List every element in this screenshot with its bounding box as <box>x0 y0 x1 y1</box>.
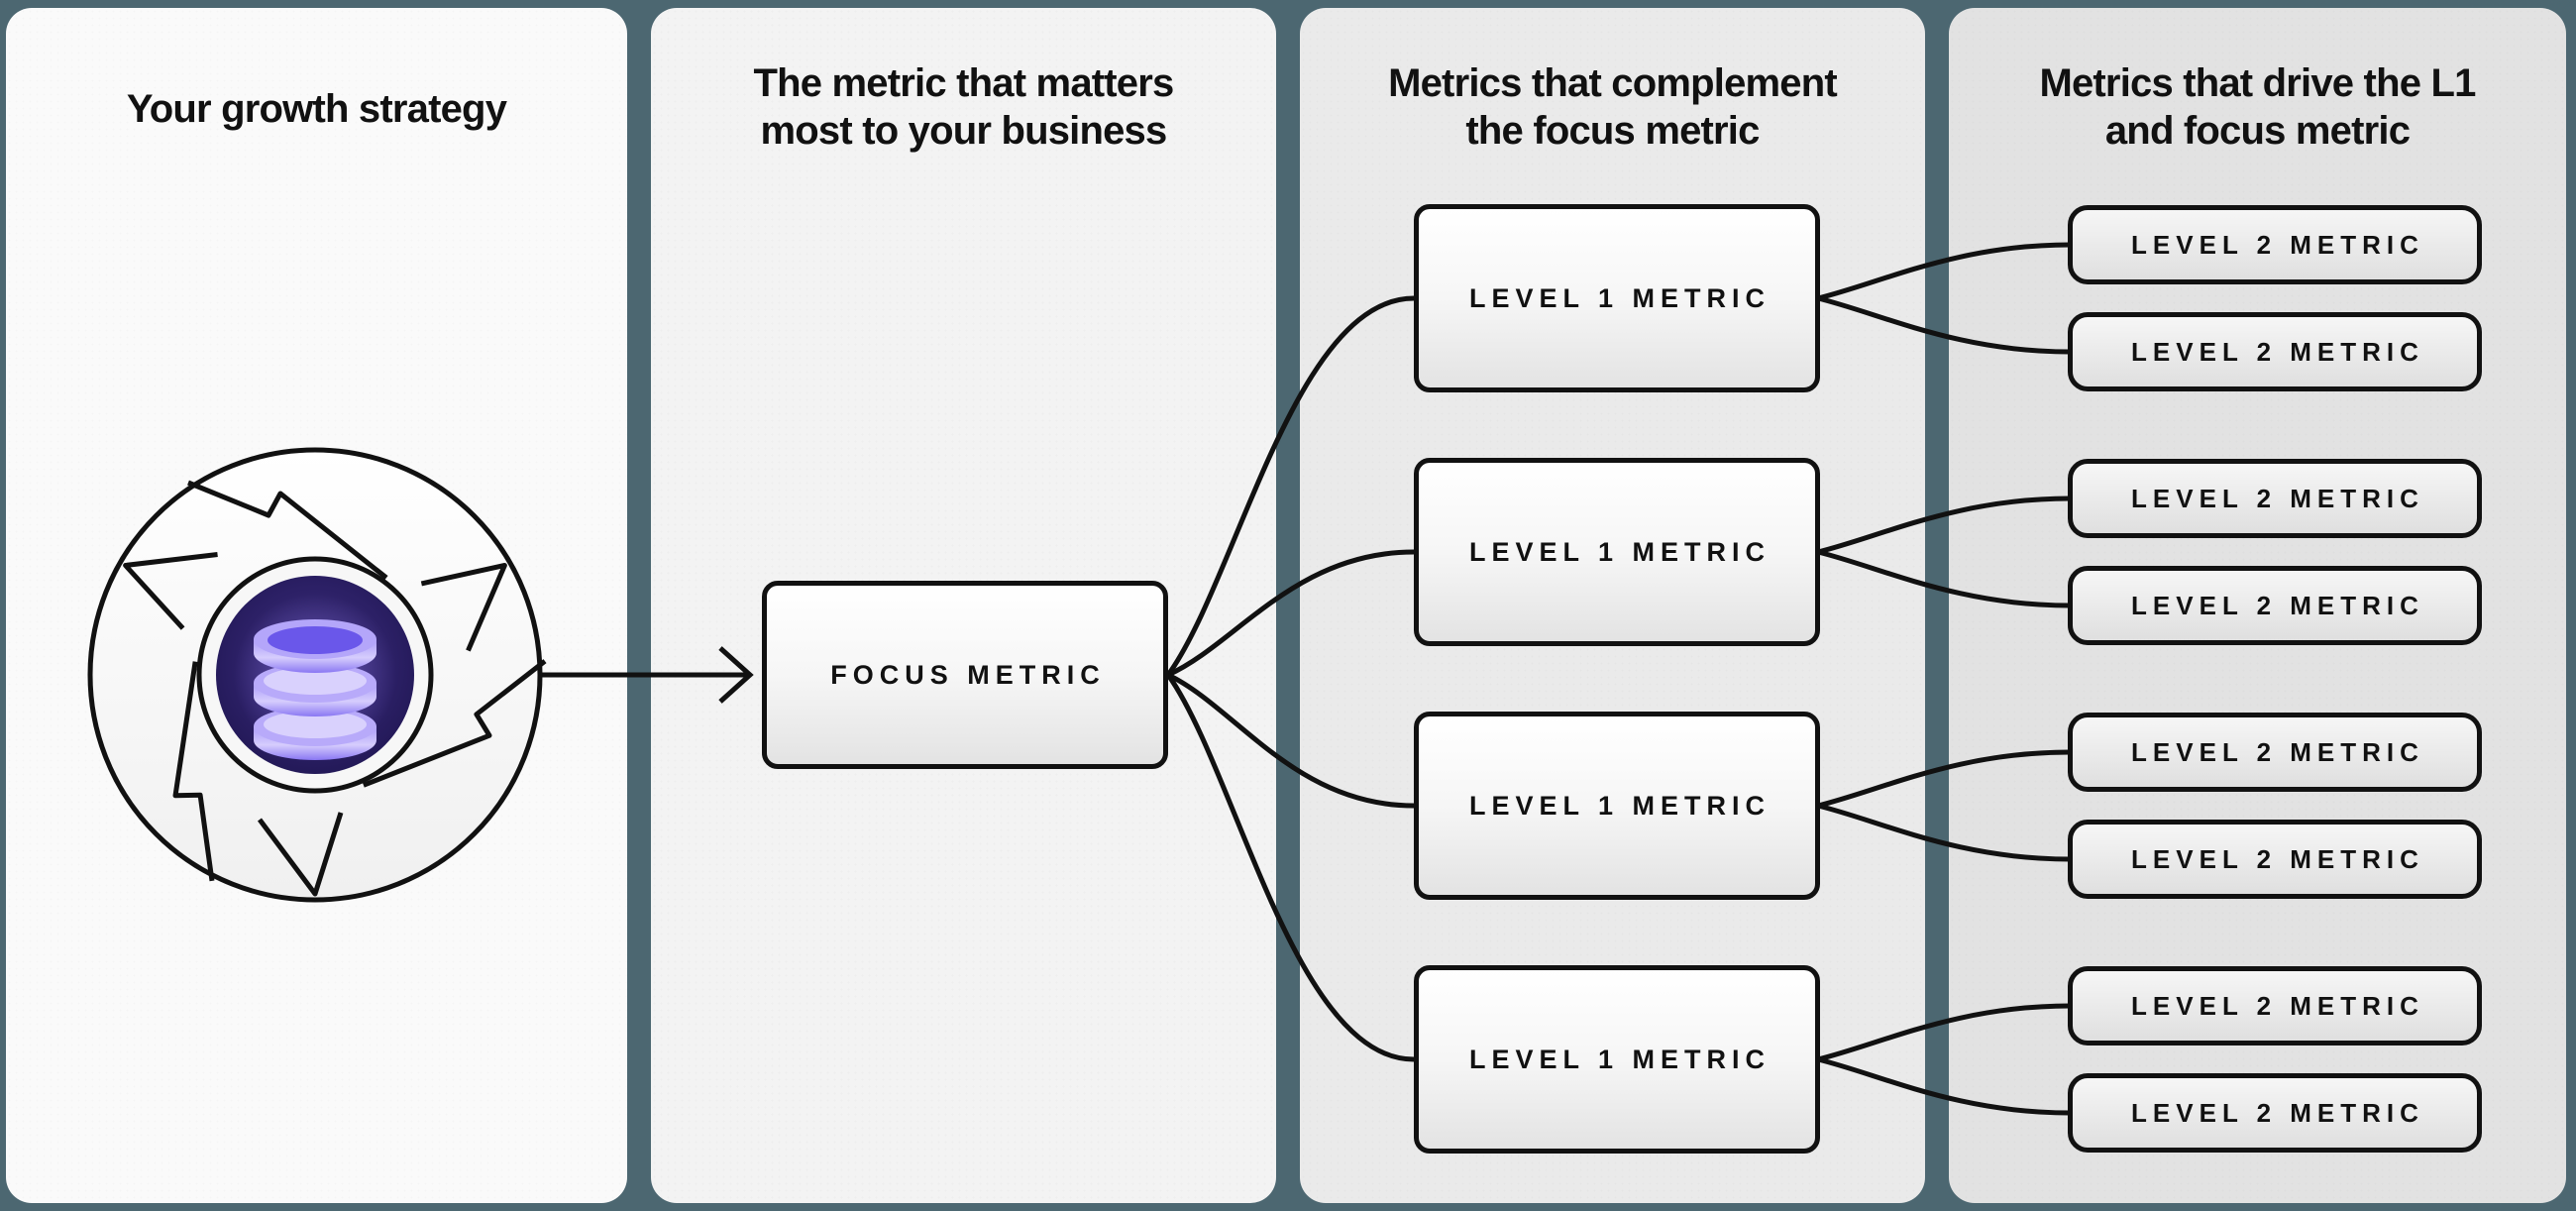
level2-metric-label: LEVEL 2 METRIC <box>2131 229 2424 260</box>
level2-metric-node: LEVEL 2 METRIC <box>2068 713 2482 792</box>
level2-metric-label: LEVEL 2 METRIC <box>2131 336 2424 367</box>
level2-metric-node: LEVEL 2 METRIC <box>2068 205 2482 284</box>
level1-metric-label: LEVEL 1 METRIC <box>1468 790 1771 821</box>
panel-growth-strategy: Your growth strategy <box>6 8 627 1203</box>
focus-metric-node: FOCUS METRIC <box>762 581 1168 769</box>
title-line: and focus metric <box>2104 109 2411 153</box>
level2-metric-node: LEVEL 2 METRIC <box>2068 312 2482 391</box>
panel-title-growth-strategy: Your growth strategy <box>6 85 627 133</box>
level1-metric-node: LEVEL 1 METRIC <box>1414 712 1820 900</box>
panel-title-level2-metrics: Metrics that drive the L1 and focus metr… <box>1949 59 2566 155</box>
focus-metric-label: FOCUS METRIC <box>830 659 1106 690</box>
level2-metric-node: LEVEL 2 METRIC <box>2068 566 2482 645</box>
title-line: most to your business <box>760 109 1168 153</box>
level2-metric-label: LEVEL 2 METRIC <box>2131 736 2424 767</box>
level1-metric-label: LEVEL 1 METRIC <box>1468 1044 1771 1074</box>
level1-metric-label: LEVEL 1 METRIC <box>1468 282 1771 313</box>
level1-metric-node: LEVEL 1 METRIC <box>1414 965 1820 1154</box>
level2-metric-node: LEVEL 2 METRIC <box>2068 966 2482 1046</box>
title-line: Metrics that drive the L1 <box>2039 61 2476 105</box>
title-line: Your growth strategy <box>126 87 507 131</box>
title-line: Metrics that complement <box>1388 61 1838 105</box>
level2-metric-node: LEVEL 2 METRIC <box>2068 459 2482 538</box>
level2-metric-label: LEVEL 2 METRIC <box>2131 990 2424 1021</box>
level1-metric-node: LEVEL 1 METRIC <box>1414 204 1820 392</box>
panel-title-focus-metric: The metric that matters most to your bus… <box>651 59 1276 155</box>
level2-metric-label: LEVEL 2 METRIC <box>2131 843 2424 874</box>
level1-metric-node: LEVEL 1 METRIC <box>1414 458 1820 646</box>
level2-metric-label: LEVEL 2 METRIC <box>2131 1097 2424 1128</box>
level2-metric-label: LEVEL 2 METRIC <box>2131 590 2424 620</box>
title-line: The metric that matters <box>753 61 1175 105</box>
level2-metric-node: LEVEL 2 METRIC <box>2068 1073 2482 1153</box>
title-line: the focus metric <box>1465 109 1760 153</box>
level2-metric-label: LEVEL 2 METRIC <box>2131 483 2424 513</box>
level2-metric-node: LEVEL 2 METRIC <box>2068 820 2482 899</box>
level1-metric-label: LEVEL 1 METRIC <box>1468 536 1771 567</box>
panel-title-level1-metrics: Metrics that complement the focus metric <box>1300 59 1925 155</box>
